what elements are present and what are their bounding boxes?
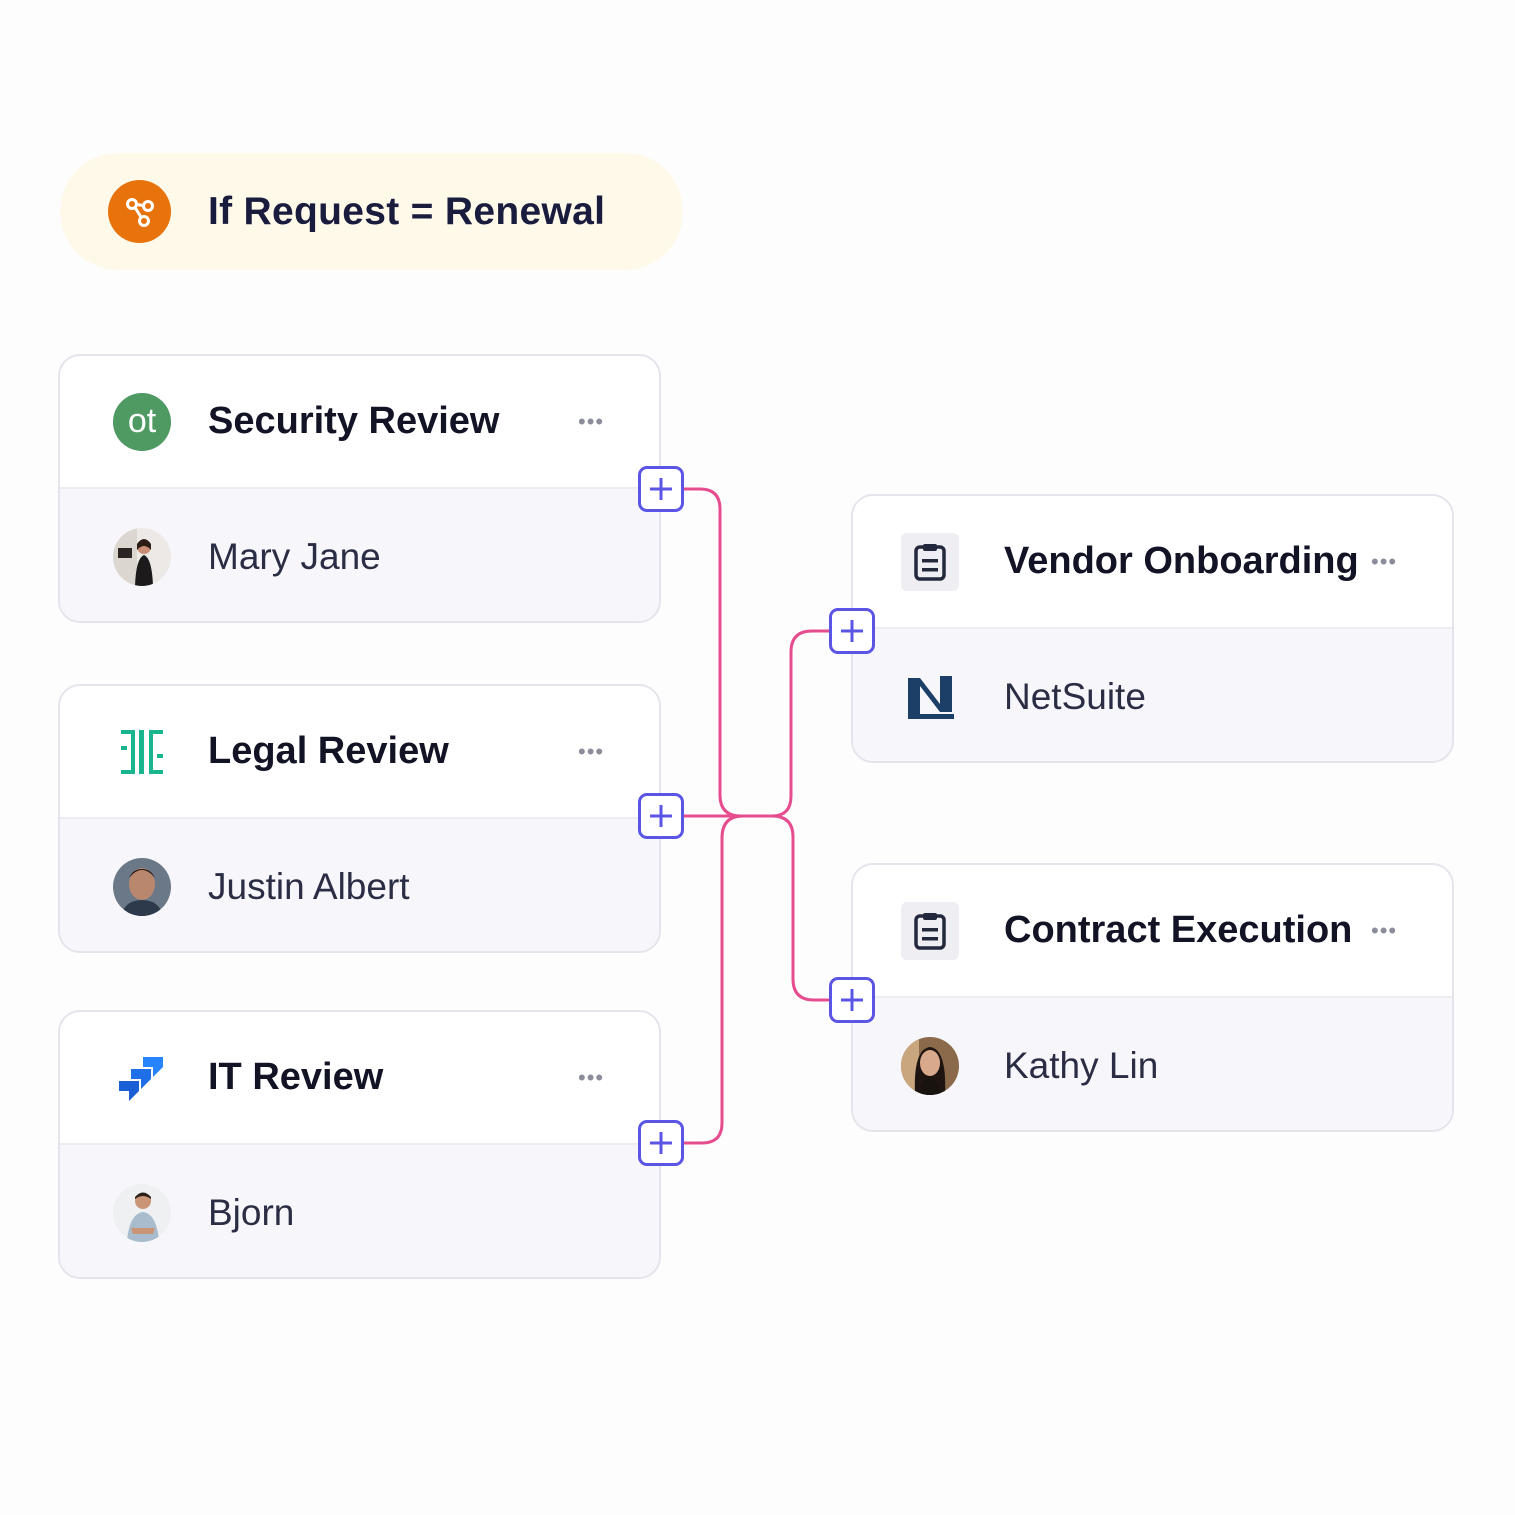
card-header: ot Security Review •••: [60, 356, 659, 489]
card-header: IT Review •••: [60, 1012, 659, 1145]
add-step-button[interactable]: [829, 608, 875, 654]
plus-icon: [841, 989, 863, 1011]
onetrust-logo-icon: ot: [113, 392, 171, 451]
assignee-name: NetSuite: [1004, 676, 1146, 717]
card-assignee-row: NetSuite: [853, 629, 1452, 761]
more-dots-icon[interactable]: •••: [578, 1064, 605, 1090]
step-title: IT Review: [208, 1056, 384, 1098]
card-assignee-row: Justin Albert: [60, 819, 659, 951]
avatar: [113, 1184, 171, 1242]
step-card-vendor-onboarding[interactable]: Vendor Onboarding ••• NetSuite: [851, 494, 1454, 763]
condition-label: If Request = Renewal: [208, 189, 606, 233]
card-header: Vendor Onboarding •••: [853, 496, 1452, 629]
add-step-button[interactable]: [638, 793, 684, 839]
plus-icon: [650, 478, 672, 500]
more-dots-icon[interactable]: •••: [578, 408, 605, 434]
add-step-button[interactable]: [829, 977, 875, 1023]
more-dots-icon[interactable]: •••: [1371, 548, 1398, 574]
assignee-name: Kathy Lin: [1004, 1045, 1159, 1086]
condition-pill[interactable]: If Request = Renewal: [60, 153, 683, 270]
ironclad-logo-icon: [113, 723, 171, 781]
more-dots-icon[interactable]: •••: [578, 738, 605, 764]
step-card-contract-execution[interactable]: Contract Execution ••• Kathy Lin: [851, 863, 1454, 1132]
add-step-button[interactable]: [638, 1120, 684, 1166]
step-card-security-review[interactable]: ot Security Review ••• Mary Jane: [58, 354, 661, 623]
jira-logo-icon: [113, 1049, 171, 1107]
card-header: Contract Execution •••: [853, 865, 1452, 998]
step-title: Vendor Onboarding: [1004, 540, 1359, 582]
step-title: Security Review: [208, 400, 500, 442]
card-assignee-row: Mary Jane: [60, 489, 659, 621]
avatar: [113, 528, 171, 586]
add-step-button[interactable]: [638, 466, 684, 512]
plus-icon: [841, 620, 863, 642]
card-assignee-row: Bjorn: [60, 1145, 659, 1277]
plus-icon: [650, 805, 672, 827]
clipboard-icon: [901, 901, 959, 960]
assignee-name: Mary Jane: [208, 536, 381, 577]
avatar: [901, 1037, 959, 1095]
card-header: Legal Review •••: [60, 686, 659, 819]
avatar: [113, 858, 171, 916]
assignee-name: Justin Albert: [208, 866, 410, 907]
branch-icon: [108, 180, 171, 243]
netsuite-logo-icon: [901, 668, 959, 726]
step-title: Contract Execution: [1004, 909, 1353, 951]
more-dots-icon[interactable]: •••: [1371, 917, 1398, 943]
step-card-it-review[interactable]: IT Review ••• Bjorn: [58, 1010, 661, 1279]
clipboard-icon: [901, 532, 959, 591]
assignee-name: Bjorn: [208, 1192, 295, 1233]
step-title: Legal Review: [208, 730, 449, 772]
step-card-legal-review[interactable]: Legal Review ••• Justin Albert: [58, 684, 661, 953]
card-assignee-row: Kathy Lin: [853, 998, 1452, 1130]
plus-icon: [650, 1132, 672, 1154]
